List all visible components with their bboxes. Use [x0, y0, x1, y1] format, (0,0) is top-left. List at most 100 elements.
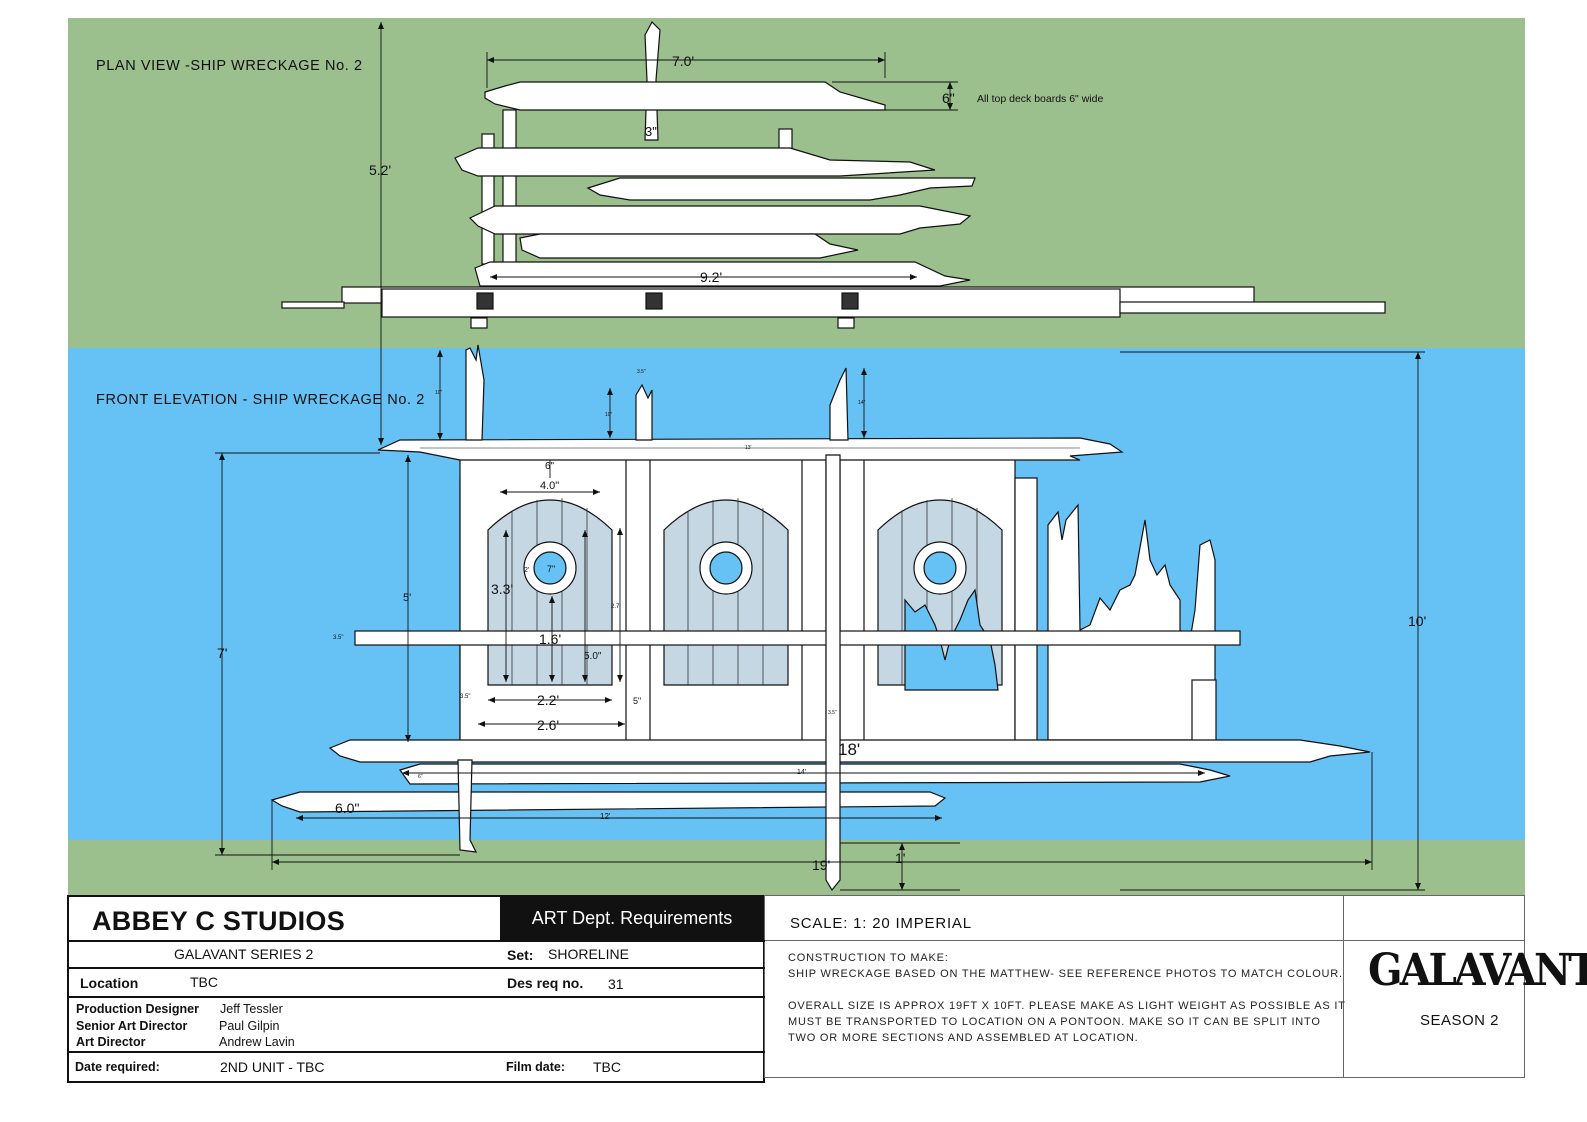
top-post	[635, 383, 653, 441]
plan-block	[645, 292, 663, 310]
dim-label: 7.0'	[672, 53, 694, 69]
top-post	[829, 367, 849, 441]
dim-label: 18'	[838, 740, 860, 759]
dim-label: 6"	[942, 90, 955, 106]
location-label: Location	[80, 975, 139, 991]
film-date-label: Film date:	[506, 1060, 566, 1074]
dim-label: 5.2'	[369, 162, 391, 178]
middle-cross-beam	[354, 630, 1241, 646]
desreq-label: Des req no.	[507, 975, 584, 991]
dim-label: 4.0"	[540, 480, 559, 492]
film-date-value: TBC	[593, 1059, 621, 1075]
plan-board	[519, 233, 859, 259]
scale-text: SCALE: 1: 20 IMPERIAL	[790, 915, 972, 932]
plan-board	[468, 205, 972, 235]
construction-note: MUST BE TRANSPORTED TO LOCATION ON A PON…	[788, 1016, 1321, 1028]
top-beam	[377, 437, 1124, 461]
series-name: GALAVANT SERIES 2	[174, 946, 314, 962]
dim-label: 10"	[435, 390, 443, 396]
plan-board	[474, 261, 971, 287]
dim-label: 13'	[745, 445, 752, 451]
date-label: Date required:	[75, 1060, 160, 1074]
dim-label: 10"	[605, 412, 613, 418]
frame-post	[625, 449, 651, 744]
front-elevation-drawing	[270, 344, 1371, 892]
plan-board	[586, 177, 976, 201]
dim-label: 7"	[547, 564, 555, 574]
dim-label: 1.6'	[539, 631, 561, 647]
dim-label: 3"	[645, 124, 657, 139]
crew-name: Andrew Lavin	[219, 1035, 295, 1049]
dim-label: 1'	[895, 850, 905, 866]
galavant-logo: GALAVANT	[1368, 945, 1587, 996]
plan-foot	[837, 317, 855, 329]
location-value: TBC	[190, 974, 218, 990]
plan-block	[476, 292, 494, 310]
crew-name: Paul Gilpin	[219, 1019, 280, 1033]
dim-label: 19'	[812, 857, 830, 873]
dim-label: 12'	[600, 812, 611, 821]
front-elevation-title: FRONT ELEVATION - SHIP WRECKAGE No. 2	[96, 392, 425, 408]
studio-name: ABBEY C STUDIOS	[92, 906, 346, 936]
dim-label: 9.2'	[700, 269, 722, 285]
dim-label: 5'	[403, 592, 411, 604]
frame-post	[1191, 679, 1217, 743]
stake-left	[457, 759, 478, 853]
dim-label: 14'	[797, 769, 806, 776]
dim-label: 2'	[524, 567, 529, 574]
dim-label: All top deck boards 6" wide	[977, 93, 1103, 105]
crew-name: Jeff Tessler	[220, 1002, 283, 1016]
construction-note: SHIP WRECKAGE BASED ON THE MATTHEW- SEE …	[788, 968, 1343, 980]
dim-label: 2.6'	[537, 717, 559, 733]
desreq-value: 31	[608, 976, 624, 992]
plan-base-right-ext	[1119, 301, 1386, 314]
dim-label: 6.0"	[335, 800, 359, 816]
dim-label: 5"	[633, 696, 641, 706]
dim-label: 2.2'	[537, 692, 559, 708]
stake-center	[825, 454, 841, 892]
dim-label: 3.3'	[491, 581, 513, 597]
dim-label: 2.7'	[611, 604, 621, 610]
plan-view-drawing	[281, 21, 1386, 329]
season-label: SEASON 2	[1420, 1012, 1500, 1029]
plan-board	[484, 81, 886, 111]
dim-label: 3.5"	[637, 369, 646, 375]
set-label: Set:	[507, 947, 534, 963]
date-value: 2ND UNIT - TBC	[220, 1059, 325, 1075]
broken-planks-right	[1047, 503, 1216, 741]
dim-label: 3.5"	[828, 710, 837, 716]
frame-post	[1014, 477, 1038, 746]
set-value: SHORELINE	[548, 946, 629, 962]
plan-post	[502, 109, 517, 266]
construction-note: OVERALL SIZE IS APPROX 19FT X 10FT. PLEA…	[788, 1000, 1346, 1012]
dim-label: 6"	[545, 461, 555, 472]
dim-label: 3.5"	[460, 694, 470, 700]
plan-foot	[470, 317, 488, 329]
title-block-right-frame	[764, 895, 1525, 1078]
crew-role: Art Director	[76, 1035, 146, 1049]
dim-label: 10'	[1408, 613, 1426, 629]
frame-post	[801, 449, 827, 744]
dim-label: 3.5"	[333, 635, 343, 641]
frame-post	[839, 449, 865, 744]
dim-label: 14"	[858, 400, 866, 406]
dim-label: 5.0"	[584, 651, 602, 662]
crew-role: Senior Art Director	[76, 1019, 188, 1033]
construction-note: TWO OR MORE SECTIONS AND ASSEMBLED AT LO…	[788, 1032, 1139, 1044]
plan-block	[841, 292, 859, 310]
construction-note: CONSTRUCTION TO MAKE:	[788, 952, 949, 964]
plan-base-left-ext	[281, 301, 345, 309]
plan-board	[454, 147, 936, 177]
crew-role: Production Designer	[76, 1002, 199, 1016]
deck-plank-upper	[328, 739, 1371, 763]
deck-plank-middle	[399, 763, 1231, 785]
plan-base-beam	[381, 288, 1121, 318]
dim-label: 7'	[217, 645, 227, 661]
department-header: ART Dept. Requirements	[500, 897, 764, 940]
deck-plank-lower	[270, 791, 947, 813]
plan-view-title: PLAN VIEW -SHIP WRECKAGE No. 2	[96, 58, 363, 74]
elevation-ground-background	[68, 840, 1525, 895]
top-post	[465, 344, 485, 441]
dim-label: 6"	[418, 774, 423, 780]
